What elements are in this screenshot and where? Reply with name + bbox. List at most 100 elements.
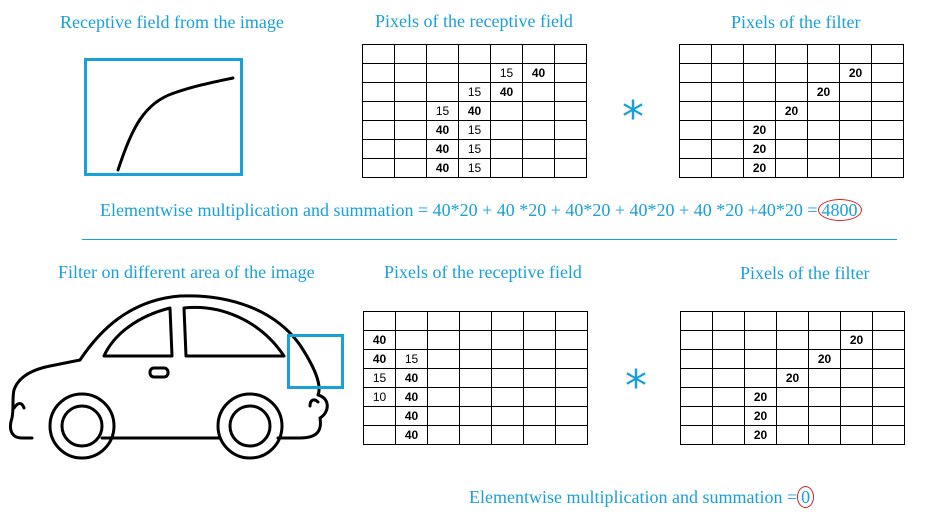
grid-cell bbox=[523, 368, 556, 388]
grid-row: 20 bbox=[679, 101, 904, 121]
grid-cell: 40 bbox=[490, 82, 523, 102]
grid-cell bbox=[807, 101, 840, 121]
grid-cell bbox=[743, 63, 776, 83]
grid-cell bbox=[712, 311, 745, 331]
bottom-pixels-rf-title: Pixels of the receptive field bbox=[384, 262, 582, 282]
grid-cell bbox=[839, 120, 872, 140]
grid-cell bbox=[490, 139, 523, 159]
grid-cell bbox=[872, 425, 905, 445]
grid-cell bbox=[522, 101, 555, 121]
grid-cell bbox=[522, 120, 555, 140]
filter-position-box bbox=[287, 334, 344, 389]
grid-cell bbox=[679, 101, 712, 121]
grid-row: 20 bbox=[680, 349, 905, 369]
grid-cell bbox=[840, 311, 873, 331]
grid-cell bbox=[712, 425, 745, 445]
grid-row: 20 bbox=[679, 120, 904, 140]
grid-cell bbox=[744, 311, 777, 331]
grid-cell: 40 bbox=[458, 101, 491, 121]
grid-cell bbox=[426, 82, 459, 102]
grid-cell bbox=[808, 406, 841, 426]
grid-cell: 15 bbox=[426, 101, 459, 121]
grid-cell bbox=[776, 406, 809, 426]
grid-cell bbox=[491, 368, 524, 388]
grid-cell bbox=[776, 330, 809, 350]
grid-cell bbox=[872, 330, 905, 350]
grid-cell bbox=[491, 425, 524, 445]
grid-cell bbox=[523, 387, 556, 407]
grid-cell bbox=[871, 139, 904, 159]
grid-cell bbox=[362, 44, 395, 64]
grid-row: 20 bbox=[679, 63, 904, 83]
grid-cell bbox=[427, 425, 460, 445]
grid-row bbox=[680, 311, 905, 331]
grid-cell bbox=[522, 44, 555, 64]
grid-cell: 10 bbox=[363, 387, 396, 407]
grid-cell: 40 bbox=[426, 158, 459, 178]
grid-cell bbox=[679, 139, 712, 159]
grid-cell bbox=[839, 82, 872, 102]
grid-row: 40 bbox=[363, 330, 588, 350]
grid-cell bbox=[807, 44, 840, 64]
grid-cell bbox=[744, 349, 777, 369]
grid-cell bbox=[554, 158, 587, 178]
grid-cell: 40 bbox=[363, 349, 396, 369]
bottom-formula: Elementwise multiplication and summation… bbox=[469, 486, 815, 508]
grid-cell bbox=[679, 120, 712, 140]
top-pixels-rf-title: Pixels of the receptive field bbox=[375, 11, 573, 31]
grid-cell bbox=[394, 139, 427, 159]
grid-cell bbox=[426, 44, 459, 64]
grid-cell bbox=[458, 44, 491, 64]
grid-cell bbox=[775, 44, 808, 64]
grid-cell bbox=[743, 82, 776, 102]
grid-cell bbox=[459, 330, 492, 350]
grid-cell bbox=[394, 44, 427, 64]
grid-cell bbox=[491, 406, 524, 426]
grid-cell bbox=[522, 139, 555, 159]
grid-cell: 40 bbox=[395, 425, 428, 445]
grid-row: 20 bbox=[679, 158, 904, 178]
bottom-convolution-operator: * bbox=[625, 361, 647, 412]
grid-cell bbox=[490, 44, 523, 64]
grid-cell bbox=[523, 425, 556, 445]
grid-cell: 20 bbox=[839, 63, 872, 83]
grid-cell bbox=[711, 63, 744, 83]
grid-cell bbox=[775, 139, 808, 159]
grid-cell: 20 bbox=[775, 101, 808, 121]
grid-cell bbox=[711, 101, 744, 121]
grid-cell bbox=[871, 44, 904, 64]
grid-cell bbox=[395, 311, 428, 331]
grid-cell: 20 bbox=[808, 349, 841, 369]
grid-cell bbox=[459, 387, 492, 407]
grid-row: 20 bbox=[680, 387, 905, 407]
bottom-result-circle: 0 bbox=[797, 486, 815, 508]
top-formula-text: Elementwise multiplication and summation… bbox=[100, 200, 818, 220]
grid-cell bbox=[394, 82, 427, 102]
grid-cell bbox=[840, 349, 873, 369]
grid-cell bbox=[555, 425, 588, 445]
grid-cell bbox=[491, 387, 524, 407]
grid-cell bbox=[808, 387, 841, 407]
top-result-circle: 4800 bbox=[817, 199, 862, 221]
car-icon bbox=[8, 294, 329, 460]
grid-cell bbox=[712, 368, 745, 388]
grid-row bbox=[363, 311, 588, 331]
grid-cell bbox=[427, 406, 460, 426]
grid-cell bbox=[394, 120, 427, 140]
receptive-field-box bbox=[84, 58, 243, 176]
grid-cell bbox=[554, 101, 587, 121]
grid-cell bbox=[839, 158, 872, 178]
grid-cell: 40 bbox=[395, 406, 428, 426]
grid-cell bbox=[555, 349, 588, 369]
grid-cell: 40 bbox=[522, 63, 555, 83]
grid-cell bbox=[555, 311, 588, 331]
grid-cell bbox=[712, 406, 745, 426]
grid-row: 20 bbox=[680, 425, 905, 445]
